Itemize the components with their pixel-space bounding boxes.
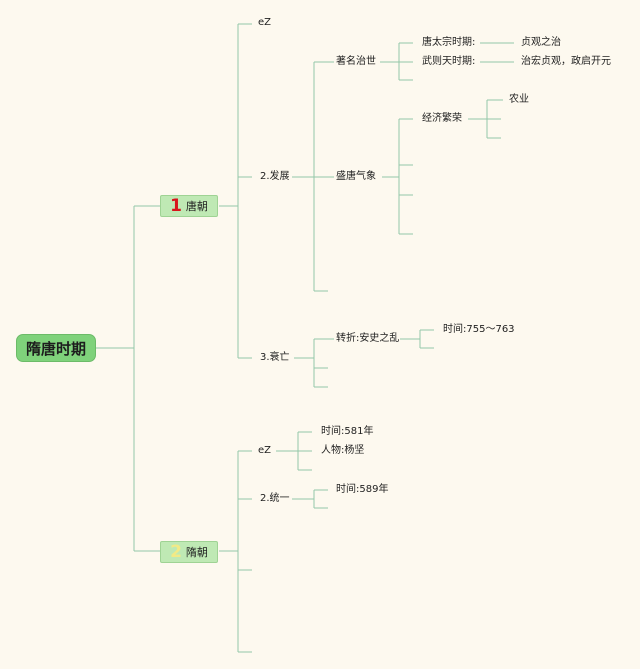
topic-tang-ez[interactable]: eZ <box>258 17 272 28</box>
topic-rebellion-time[interactable]: 时间:755～763 <box>443 324 515 335</box>
topic-zhenguan-rule[interactable]: 贞观之治 <box>521 37 561 48</box>
root-node[interactable]: 隋唐时期 <box>16 334 96 362</box>
topic-agriculture[interactable]: 农业 <box>509 94 529 105</box>
topic-zetian-rule[interactable]: 治宏贞观，政启开元 <box>521 56 611 67</box>
root-label: 隋唐时期 <box>25 339 86 358</box>
branch-node-tang[interactable]: 1 唐朝 <box>160 195 218 217</box>
topic-tang-develop[interactable]: 2.发展 <box>260 171 290 182</box>
topic-turning-anshi[interactable]: 转折:安史之乱 <box>336 333 400 344</box>
topic-famous-governance[interactable]: 著名治世 <box>336 56 376 67</box>
topic-taizong-era[interactable]: 唐太宗时期: <box>422 37 476 48</box>
priority-badge-1: 1 <box>170 196 182 216</box>
branch-label-sui: 隋朝 <box>185 546 208 559</box>
topic-unify-time[interactable]: 时间:589年 <box>336 484 389 495</box>
topic-sui-ez[interactable]: eZ <box>258 445 272 456</box>
topic-zetian-era[interactable]: 武则天时期: <box>422 56 476 67</box>
branch-node-sui[interactable]: 2 隋朝 <box>160 541 218 563</box>
priority-badge-2: 2 <box>170 542 182 562</box>
topic-prosperous-tang[interactable]: 盛唐气象 <box>336 171 376 182</box>
topic-economic-prosperity[interactable]: 经济繁荣 <box>422 113 462 124</box>
topic-sui-unify[interactable]: 2.统一 <box>260 493 290 504</box>
topic-sui-time[interactable]: 时间:581年 <box>321 426 374 437</box>
topic-tang-decline[interactable]: 3.衰亡 <box>260 352 290 363</box>
topic-sui-person[interactable]: 人物:杨坚 <box>321 445 365 456</box>
branch-label-tang: 唐朝 <box>185 200 208 213</box>
